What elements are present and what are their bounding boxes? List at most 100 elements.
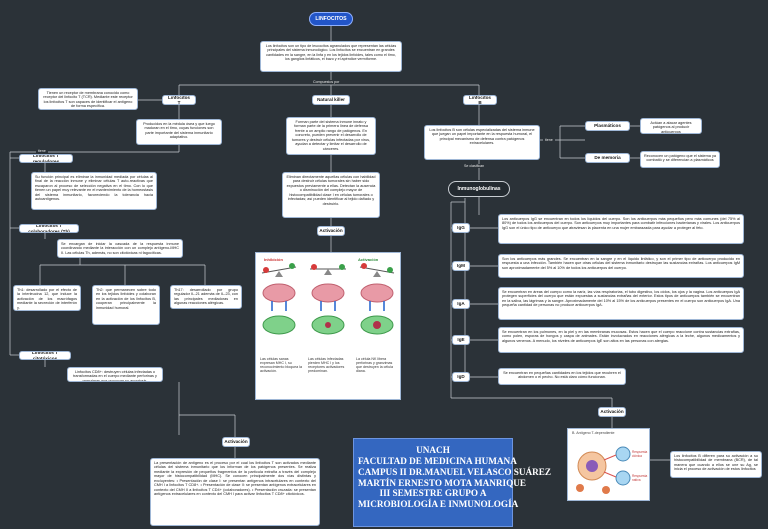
institution-line-4: MARTÍN ERNESTO MOTA MANRIQUE xyxy=(358,477,527,488)
nk-activation-title: Activación xyxy=(358,257,379,262)
nk-caption-1: Las células sanas expresan MHC I, su rec… xyxy=(260,357,302,374)
ig-name-iga: IgA xyxy=(457,301,465,307)
t-label: Linfocitos T xyxy=(168,95,190,105)
ig-label-1: IgM xyxy=(452,261,470,271)
connector-tiene: tiene xyxy=(36,149,48,153)
t-cd4-label: Linfocitos T colaboradores (Th) xyxy=(28,224,70,233)
b-panel-title: B. Antígeno T-dependiente xyxy=(572,431,615,435)
ig-label-3: IgE xyxy=(452,335,470,345)
intro-box: Los linfocitos son un tipo de leucocitos… xyxy=(260,41,402,72)
nk-activation-desc: Eliminan directamente aquellas células c… xyxy=(286,175,376,206)
t-cyto-desc: Linfocitos CD8+: destruyen células infec… xyxy=(73,370,157,382)
nk-caption-3: La célula NK libera perforinas y granzim… xyxy=(356,357,393,374)
t-cyto-label: Linfocitos T citotóxicos xyxy=(31,351,59,360)
t-activation-label: Activación xyxy=(224,439,248,445)
b-memoria-desc-box: Reconocen un patógeno que el sistema ya … xyxy=(640,151,720,168)
title-pill: LINFOCITOS xyxy=(309,12,353,26)
t-activation-text: La presentación de antígeno es el proces… xyxy=(154,461,316,497)
title-text: LINFOCITOS xyxy=(315,16,347,22)
t-cd4-desc: Se encargan de iniciar la cascada de la … xyxy=(61,242,179,255)
intro-text: Los linfocitos son un tipo de leucocitos… xyxy=(265,44,397,62)
t-cyto-desc-box: Linfocitos CD8+: destruyen células infec… xyxy=(67,367,163,382)
b-label: Linfocitos B xyxy=(469,95,491,105)
t-th2-text: Th2: que permanecen sobre todo en los te… xyxy=(96,288,156,310)
b-memoria-label: De memoria xyxy=(594,155,621,161)
nk-desc: Forman parte del sistema inmune innato y… xyxy=(291,120,371,151)
t-receptor-text: Tienen un receptor de membrana conocido … xyxy=(43,91,133,109)
b-panel-label-1: Respuesta clónica xyxy=(632,450,648,458)
nk-activation-label-box: Activación xyxy=(317,226,345,236)
nk-activation-desc-box: Eliminan directamente aquellas células c… xyxy=(282,172,380,218)
ig-desc-box-0: Los anticuerpos IgG se encuentran en tod… xyxy=(498,214,744,244)
b-label-box: Linfocitos B xyxy=(463,95,497,105)
nk-inhibition-title: Inhibición xyxy=(264,257,283,262)
b-desc-box: Los linfocitos B son células especializa… xyxy=(424,125,540,160)
institution-line-3: CAMPUS II DR.MANUEL VELASCO SUÁREZ xyxy=(358,466,552,477)
t-th1-box: Th1: desarrollado por el efecto de la in… xyxy=(13,285,81,311)
b-activation-label-box: Activación xyxy=(598,407,626,417)
b-immuno-pill: Inmunoglobulinas xyxy=(448,181,510,197)
ig-label-4: IgD xyxy=(452,372,470,382)
t-th2-box: Th2: que permanecen sobre todo en los te… xyxy=(92,285,160,325)
ig-name-igd: IgD xyxy=(457,374,465,380)
b-memoria-box: De memoria xyxy=(585,153,630,163)
ig-name-ige: IgE xyxy=(457,337,465,343)
nk-desc-box: Forman parte del sistema inmune innato y… xyxy=(286,117,376,155)
connector-tiene-b: tiene xyxy=(543,138,555,142)
b-immuno-label: Inmunoglobulinas xyxy=(457,186,501,192)
institution-line-6: MICROBIOLOGÍA E INMUNOLOGÍA xyxy=(358,499,519,510)
t-activation-box: La presentación de antígeno es el proces… xyxy=(150,458,320,526)
ig-label-2: IgA xyxy=(452,299,470,309)
b-plasmaticos-label: Plasmáticos xyxy=(594,123,621,129)
t-cd4-label-box: Linfocitos T colaboradores (Th) xyxy=(19,224,79,233)
nk-caption-2: Las células infectadas pierden MHC I y l… xyxy=(308,357,345,374)
institution-box: UNACH FACULTAD DE MEDICINA HUMANA CAMPUS… xyxy=(353,438,552,527)
nk-cells-drawing xyxy=(261,263,395,335)
nk-label: Natural killer xyxy=(317,97,345,103)
b-plasmaticos-desc: Actúan a atacar agentes patógenos al pro… xyxy=(650,121,692,134)
t-receptor-box: Tienen un receptor de membrana conocido … xyxy=(38,88,138,110)
t-reg-desc-box: Su función principal es eliminar la inmu… xyxy=(31,172,157,210)
ig-desc-box-1: Son los anticuerpos más grandes. Se encu… xyxy=(498,254,744,278)
b-activation-desc: Los linfocitos B difieren para su activa… xyxy=(674,454,758,472)
ig-desc-iga: Se encuentran en áreas del cuerpo como l… xyxy=(502,290,740,308)
b-plasmaticos-desc-box: Actúan a atacar agentes patógenos al pro… xyxy=(640,118,702,134)
nk-activation-label: Activación xyxy=(319,228,343,234)
ig-label-0: IgG xyxy=(452,223,470,233)
ig-name-igm: IgM xyxy=(457,263,465,269)
b-cells-drawing xyxy=(576,446,631,494)
ig-desc-igd: Se encuentran en pequeñas cantidades en … xyxy=(503,371,621,380)
ig-desc-igg: Los anticuerpos IgG se encuentran en tod… xyxy=(502,217,740,230)
b-plasmaticos-box: Plasmáticos xyxy=(585,121,630,131)
t-reg-desc: Su función principal es eliminar la inmu… xyxy=(35,175,153,202)
b-activation-desc-box: Los linfocitos B difieren para su activa… xyxy=(670,451,762,478)
t-reg-label: Linfocitos T reguladores xyxy=(32,154,60,163)
b-desc: Los linfocitos B son células especializa… xyxy=(429,128,535,146)
ig-desc-box-3: Se encuentran en los pulmones, en la pie… xyxy=(498,327,744,353)
t-th17-text: Th17: desarrollado por grupo regulador I… xyxy=(174,288,238,306)
t-th17-box: Th17: desarrollado por grupo regulador I… xyxy=(170,285,242,309)
b-memoria-desc: Reconocen un patógeno que el sistema ya … xyxy=(644,154,716,163)
ig-desc-igm: Son los anticuerpos más grandes. Se encu… xyxy=(502,257,740,270)
b-panel-label-2: Respuesta nativa xyxy=(632,474,648,482)
nk-activation-illustration: Inhibición Activación xyxy=(255,252,401,400)
t-label-box: Linfocitos T xyxy=(162,95,196,105)
t-origin-text: Producidos en la médula ósea y que luego… xyxy=(143,122,215,140)
t-cyto-label-box: Linfocitos T citotóxicos xyxy=(19,351,71,360)
t-reg-label-box: Linfocitos T reguladores xyxy=(19,154,73,163)
t-activation-label-box: Activación xyxy=(222,437,250,447)
ig-desc-box-2: Se encuentran en áreas del cuerpo como l… xyxy=(498,287,744,320)
ig-desc-ige: Se encuentran en los pulmones, en la pie… xyxy=(502,330,740,343)
institution-line-1: UNACH xyxy=(416,445,450,455)
connector-se-clasifican: Se clasifican xyxy=(462,164,487,168)
t-th1-text: Th1: desarrollado por el efecto de la in… xyxy=(17,288,77,310)
b-activation-label: Activación xyxy=(600,409,624,415)
t-origin-box: Producidos en la médula ósea y que luego… xyxy=(136,119,222,145)
t-cd4-desc-box: Se encargan de iniciar la cascada de la … xyxy=(57,239,183,258)
ig-desc-box-4: Se encuentran en pequeñas cantidades en … xyxy=(498,368,626,385)
nk-label-box: Natural killer xyxy=(312,95,350,105)
connector-compuestos: Compuestos por xyxy=(311,80,342,84)
institution-line-5: III SEMESTRE GRUPO A xyxy=(379,488,487,499)
ig-name-igg: IgG xyxy=(457,225,465,231)
